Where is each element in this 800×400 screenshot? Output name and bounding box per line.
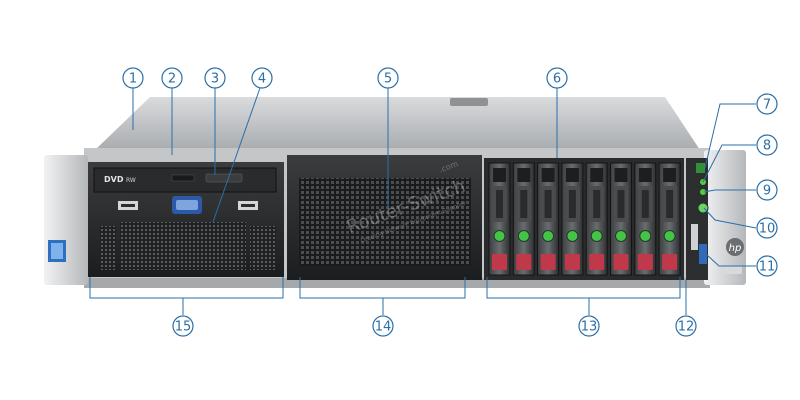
callout-12: 12	[675, 315, 697, 337]
drive-release-button[interactable]	[589, 254, 605, 270]
callout-5: 5	[377, 67, 399, 89]
callout-number: 12	[678, 320, 695, 335]
callout-7: 7	[756, 93, 778, 115]
drive-bay-4[interactable]	[561, 162, 584, 276]
nic-status-led	[700, 189, 706, 195]
drive-release-button[interactable]	[662, 254, 678, 270]
drive-status-led	[663, 230, 676, 242]
callout-number: 8	[763, 139, 771, 154]
callout-8: 8	[756, 134, 778, 156]
drive-bay-group	[488, 162, 681, 276]
callout-number: 13	[581, 320, 598, 335]
hp-logo-text: hp	[729, 243, 742, 254]
callout-2: 2	[161, 67, 183, 89]
drive-bay-7[interactable]	[634, 162, 657, 276]
drive-cage	[484, 158, 684, 280]
drive-release-button[interactable]	[516, 254, 532, 270]
callout-1: 1	[122, 67, 144, 89]
callout-10: 10	[756, 217, 778, 239]
drive-bay-2[interactable]	[512, 162, 535, 276]
power-button[interactable]	[697, 202, 709, 214]
right-rack-ear: hp	[704, 150, 746, 285]
callout-13: 13	[578, 315, 600, 337]
front-panel-controls	[686, 158, 709, 280]
callout-number: 15	[175, 320, 192, 335]
callout-14: 14	[372, 315, 394, 337]
media-bay: DVD RW	[88, 162, 284, 277]
drive-status-led	[590, 230, 603, 242]
dvd-logo: DVD	[104, 175, 124, 184]
hp-logo-icon	[726, 238, 744, 256]
callout-11: 11	[756, 255, 778, 277]
callout-15: 15	[172, 315, 194, 337]
callout-6: 6	[546, 67, 568, 89]
drive-bay-5[interactable]	[585, 162, 608, 276]
optical-drive[interactable]: DVD RW	[93, 167, 277, 193]
usb-port-left[interactable]	[118, 201, 138, 210]
front-usb-port[interactable]	[699, 244, 707, 264]
callout-number: 1	[129, 72, 137, 87]
callout-number: 5	[384, 72, 392, 87]
drive-status-led	[615, 230, 627, 242]
sid-port[interactable]	[691, 224, 698, 250]
callout-number: 2	[168, 72, 176, 87]
callout-number: 11	[759, 260, 776, 275]
callout-number: 7	[763, 98, 771, 113]
drive-release-button[interactable]	[637, 254, 653, 270]
front-bezel-grille: Router-Switch .com Leading Network Equip…	[287, 155, 482, 280]
callout-layer	[89, 87, 757, 315]
dvd-logo-sub: RW	[126, 177, 136, 184]
callout-number: 10	[759, 222, 776, 237]
drive-bay-1[interactable]	[488, 162, 511, 276]
drive-status-led	[566, 230, 579, 242]
chassis-latch	[450, 98, 488, 106]
uid-led	[696, 163, 705, 173]
callout-number: 6	[553, 72, 561, 87]
drive-status-led	[639, 230, 652, 242]
drive-status-led	[542, 230, 555, 242]
callout-number: 14	[375, 320, 392, 335]
drive-release-button[interactable]	[613, 254, 629, 270]
drive-release-button[interactable]	[492, 254, 507, 270]
drive-bay-6[interactable]	[610, 162, 632, 276]
usb-port-right[interactable]	[238, 201, 258, 210]
drive-bay-3[interactable]	[537, 162, 560, 276]
callout-3: 3	[204, 67, 226, 89]
drive-status-led	[517, 230, 530, 242]
callout-number: 3	[211, 72, 219, 87]
callout-number: 9	[763, 184, 771, 199]
callout-9: 9	[756, 179, 778, 201]
callout-4: 4	[251, 67, 273, 89]
callout-number: 4	[258, 72, 266, 87]
left-rack-ear	[44, 155, 88, 285]
drive-bay-8[interactable]	[658, 162, 681, 276]
media-bay-vent	[120, 222, 246, 270]
vga-port[interactable]	[172, 196, 202, 214]
chassis-top	[95, 97, 700, 150]
drive-release-button[interactable]	[564, 254, 580, 270]
drive-status-led	[493, 230, 506, 242]
drive-release-button[interactable]	[540, 254, 556, 270]
